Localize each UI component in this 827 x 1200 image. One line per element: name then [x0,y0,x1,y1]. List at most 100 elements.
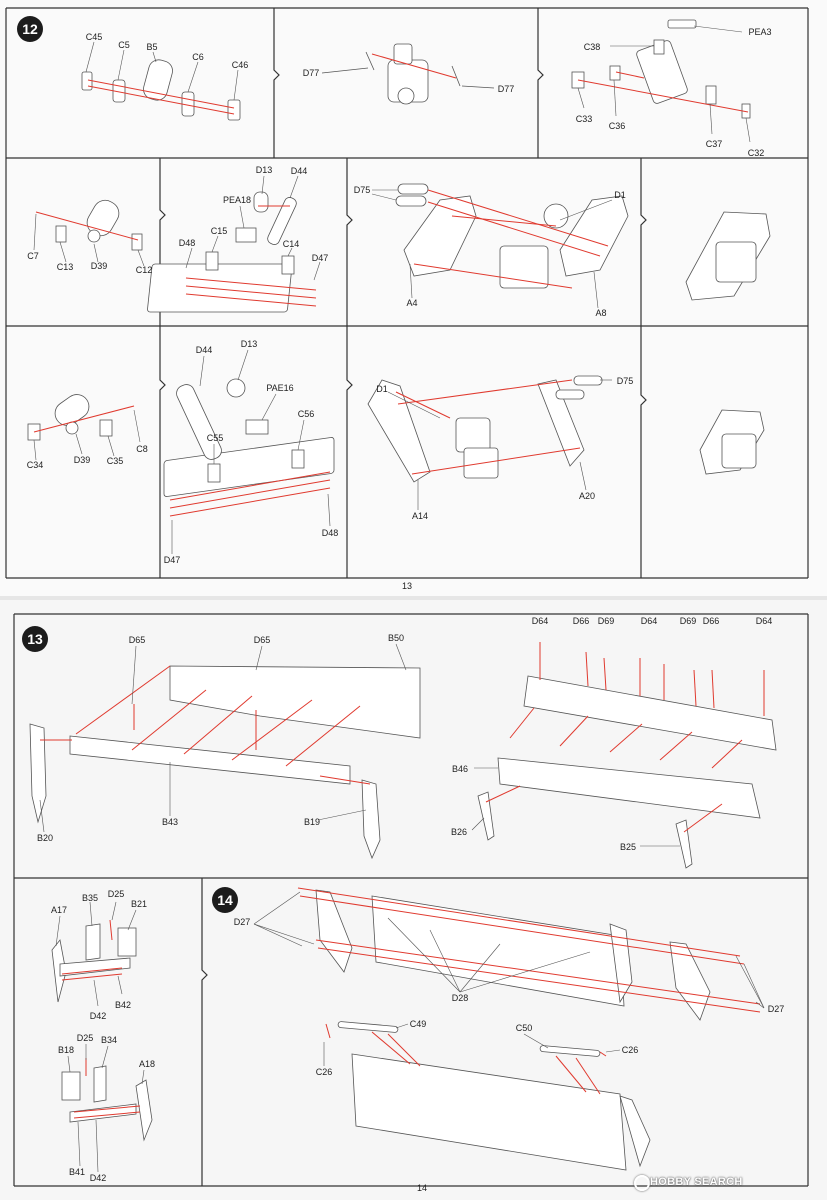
panel-12d-parts [55,199,143,251]
part-label-b20: B20 [36,833,54,843]
panel-12b-parts [387,43,429,105]
panel-12e-leaders [185,175,321,281]
part-label-d13-a: D13 [255,165,273,175]
panel-12h-arrows [33,405,135,433]
step-13-sub-leaders [55,901,145,1173]
part-label-c37: C37 [705,139,723,149]
part-label-d66-b: D66 [702,616,720,626]
panel-12f-leaders [371,189,613,309]
instruction-page-14: 13 14 D65 D65 B50 B20 B43 B19 D64 D66 D6… [0,600,827,1200]
step-14-leaders [253,891,765,1066]
panel-12c-parts [571,19,751,119]
part-label-d65-b: D65 [253,635,271,645]
panel-12d-leaders [33,213,145,267]
part-label-c5: C5 [118,40,130,50]
part-label-d44-b: D44 [195,345,213,355]
part-label-a18: A18 [138,1059,156,1069]
step-13-sub-arrows [61,919,141,1119]
panel-12h-leaders [33,409,141,461]
part-label-d25-a: D25 [107,889,125,899]
part-label-d64-c: D64 [755,616,773,626]
page-number: 14 [416,1183,428,1193]
panel-12d-arrows [35,211,139,241]
panel-12k-parts [699,409,765,475]
panel-12i-leaders [171,349,331,554]
instruction-page-13: 12 C45 C5 B5 C6 C46 D77 D77 PEA3 C38 C33… [5,7,809,591]
part-label-b35: B35 [81,893,99,903]
part-label-c38: C38 [583,42,601,52]
panel-12i-arrows [169,471,331,517]
part-label-b46: B46 [451,764,469,774]
part-label-c33: C33 [575,114,593,124]
panel-12a-leaders [85,41,239,101]
part-label-b18: B18 [57,1045,75,1055]
page-number: 13 [401,581,413,591]
part-label-d1-a: D1 [614,190,626,200]
part-label-d27-b: D27 [767,1004,785,1014]
panel-12j-arrows [395,379,581,475]
part-label-b34: B34 [100,1035,118,1045]
panel-12f-arrows [413,189,609,289]
part-label-c26-a: C26 [315,1067,333,1077]
part-label-d77-right: D77 [497,84,515,94]
step-13-left-arrows [40,665,371,785]
panel-12j-leaders [387,379,612,510]
part-label-c45: C45 [85,32,103,42]
part-label-d64-a: D64 [531,616,549,626]
part-label-b21: B21 [130,899,148,909]
step-13-sub-parts [51,923,153,1142]
panel-frames [13,613,809,1187]
part-label-d42-b: D42 [89,1173,107,1183]
panel-12e-arrows [185,205,317,307]
part-label-b50: B50 [387,633,405,643]
part-label-d65-a: D65 [128,635,146,645]
part-label-d77-left: D77 [302,68,320,78]
part-label-pea18: PEA18 [222,195,252,205]
step-13-left-parts [29,665,421,860]
part-label-a4: A4 [406,298,418,308]
part-label-a17: A17 [50,905,68,915]
part-label-c32: C32 [747,148,765,158]
panel-12f-parts [395,183,629,289]
part-label-b42: B42 [114,1000,132,1010]
part-label-d39-b: D39 [73,455,91,465]
part-label-b5: B5 [146,42,158,52]
part-label-d64-b: D64 [640,616,658,626]
part-label-c55: C55 [206,433,224,443]
panel-12b-arrows [371,53,457,79]
panel-12i-parts [163,378,335,497]
step-13-badge: 13 [22,626,48,652]
part-label-d48-a: D48 [178,238,196,248]
panel-12c-arrows [577,71,749,113]
panel-12a-arrows [87,79,235,115]
part-label-d44-a: D44 [290,166,308,176]
watermark: HOBBY SEARCH [650,1176,743,1188]
part-label-c12: C12 [135,265,153,275]
part-label-d25-b: D25 [76,1033,94,1043]
part-label-d69-a: D69 [597,616,615,626]
part-label-d39-a: D39 [90,261,108,271]
part-label-b25: B25 [619,842,637,852]
part-label-c26-b: C26 [621,1045,639,1055]
part-label-d47-b: D47 [163,555,181,565]
part-label-c34: C34 [26,460,44,470]
part-label-c6: C6 [192,52,204,62]
part-label-a8: A8 [595,308,607,318]
part-label-c14: C14 [282,239,300,249]
part-label-b43: B43 [161,817,179,827]
part-label-pea3: PEA3 [748,27,772,37]
step-13-left-leaders [39,643,407,833]
part-label-d1-b: D1 [376,384,388,394]
part-label-d75-a: D75 [353,185,371,195]
step-13-right-parts [477,675,777,869]
step-14-parts [315,889,711,1171]
part-label-d75-b: D75 [616,376,634,386]
part-label-d13-b: D13 [240,339,258,349]
part-label-b41: B41 [68,1167,86,1177]
part-label-c56: C56 [297,409,315,419]
part-label-d69-b: D69 [679,616,697,626]
watermark-logo-icon [634,1175,650,1191]
part-label-d42-a: D42 [89,1011,107,1021]
panel-frames [5,7,809,579]
step-13-right-leaders [471,767,680,847]
